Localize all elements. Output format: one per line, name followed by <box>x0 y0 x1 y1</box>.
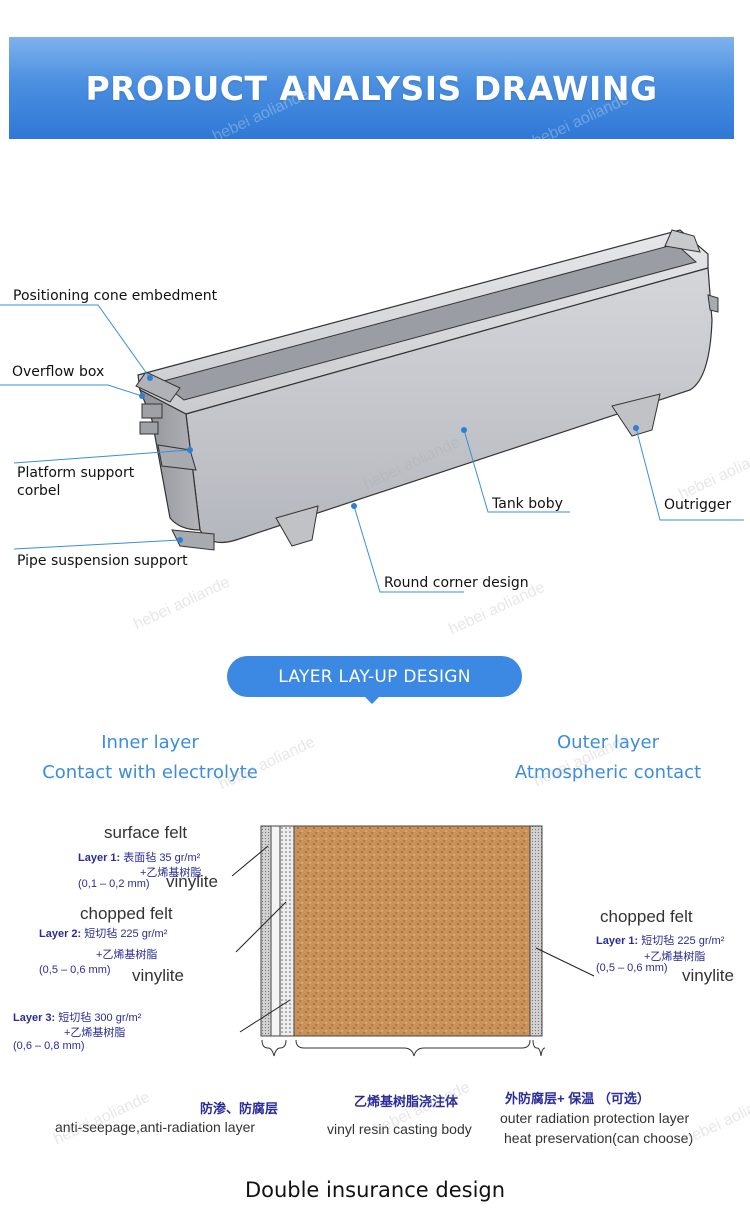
label-overflow-box: Overflow box <box>12 364 105 380</box>
caption2-en: vinyl resin casting body <box>327 1121 472 1137</box>
layer1-left-resin: +乙烯基树脂 <box>140 867 202 879</box>
layer1-right: Layer 1: 短切毡 225 gr/m² <box>596 935 725 947</box>
layup-illustration <box>231 825 595 1057</box>
caption2-cn: 乙烯基树脂浇注体 <box>354 1094 459 1109</box>
layer1-left-range: (0,1 – 0,2 mm) <box>78 878 150 890</box>
layer3-left-resin: +乙烯基树脂 <box>64 1027 126 1039</box>
layer1-left: Layer 1: 表面毡 35 gr/m² <box>78 852 201 864</box>
section-pill-pointer <box>364 696 380 704</box>
label-platform-support: Platform support <box>17 465 135 481</box>
caption1-en: anti-seepage,anti-radiation layer <box>55 1119 256 1135</box>
caption3-cn: 外防腐层+ 保温 （可选） <box>505 1091 650 1106</box>
label-chopped-felt-right: chopped felt <box>600 907 693 926</box>
inner-layer-subtitle: Contact with electrolyte <box>42 762 258 783</box>
section-pill-label: LAYER LAY-UP DESIGN <box>278 666 471 687</box>
label-platform-corbel: corbel <box>17 483 61 499</box>
caption3-en-2: heat preservation(can choose) <box>504 1130 694 1146</box>
layer2-left-vinylite: vinylite <box>132 966 184 985</box>
layer1-right-resin: +乙烯基树脂 <box>644 951 706 963</box>
outer-layer-title: Outer layer <box>557 732 659 753</box>
layer2-left: Layer 2: 短切毡 225 gr/m² <box>39 928 168 940</box>
label-pipe-suspension: Pipe suspension support <box>17 553 188 569</box>
outer-layer-subtitle: Atmospheric contact <box>514 762 702 783</box>
section-pill: LAYER LAY-UP DESIGN <box>227 656 522 697</box>
layer1-left-vinylite: vinylite <box>166 872 218 891</box>
label-tank-body: Tank boby <box>492 496 563 512</box>
label-positioning-cone: Positioning cone embedment <box>13 288 218 304</box>
footer-caption: Double insurance design <box>244 1178 506 1202</box>
layer3-left-range: (0,6 – 0,8 mm) <box>13 1040 85 1052</box>
caption3-en-1: outer radiation protection layer <box>500 1110 690 1126</box>
layer1-right-range: (0,5 – 0,6 mm) <box>596 962 668 974</box>
label-outrigger: Outrigger <box>664 497 732 513</box>
layup-cross-section: surface felt Layer 1: 表面毡 35 gr/m² +乙烯基树… <box>0 810 750 1160</box>
layer3-left: Layer 3: 短切毡 300 gr/m² <box>13 1012 142 1024</box>
tank-drawing: Positioning cone embedment Overflow box … <box>0 200 750 638</box>
header-banner: PRODUCT ANALYSIS DRAWING hebei aoliande … <box>9 37 734 150</box>
page-title: PRODUCT ANALYSIS DRAWING <box>85 68 658 108</box>
label-chopped-felt-left: chopped felt <box>80 904 173 923</box>
layer2-left-resin: +乙烯基树脂 <box>96 949 158 961</box>
tank-illustration <box>0 229 744 593</box>
layer1-right-vinylite: vinylite <box>682 966 734 985</box>
inner-layer-title: Inner layer <box>101 732 199 753</box>
layer2-left-range: (0,5 – 0,6 mm) <box>39 964 111 976</box>
label-round-corner: Round corner design <box>384 575 529 591</box>
label-surface-felt: surface felt <box>104 823 188 842</box>
caption1-cn: 防渗、防腐层 <box>200 1101 279 1116</box>
